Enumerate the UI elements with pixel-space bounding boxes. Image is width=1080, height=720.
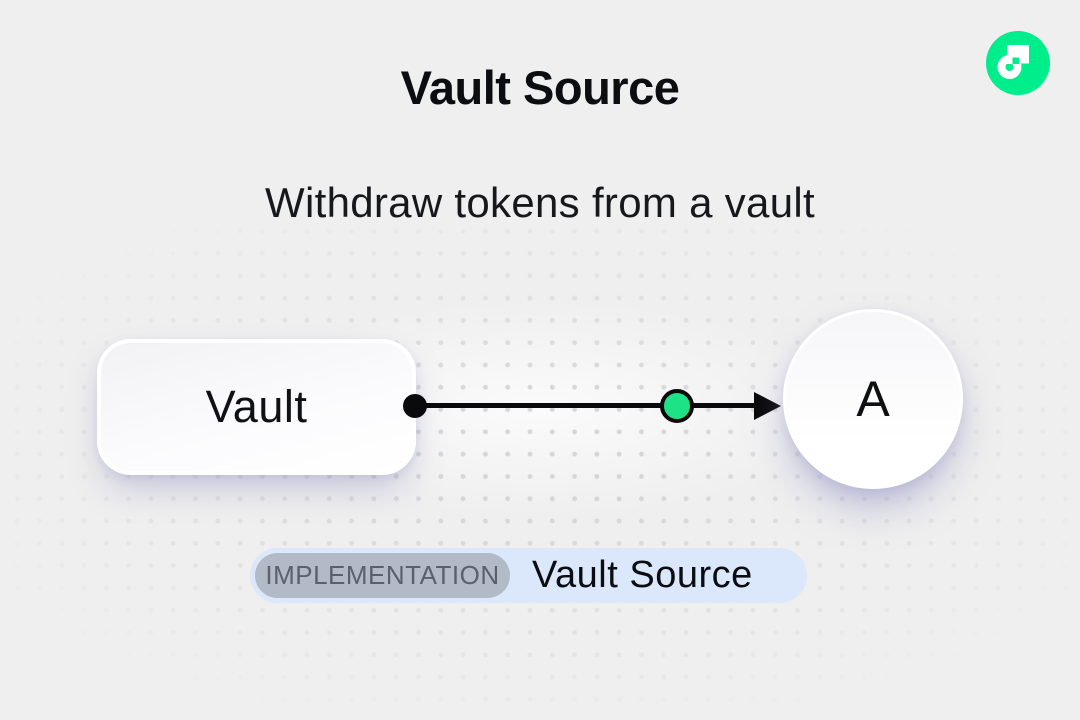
target-node: A: [783, 309, 963, 489]
vault-node-label: Vault: [205, 381, 308, 432]
badge-name-label: Vault Source: [532, 554, 753, 596]
connector-arrowhead-icon: [754, 392, 781, 420]
implementation-tag: IMPLEMENTATION: [255, 553, 510, 598]
connector-line: [412, 403, 762, 408]
implementation-badge: IMPLEMENTATION Vault Source: [250, 548, 807, 603]
page-subtitle: Withdraw tokens from a vault: [265, 179, 815, 226]
flow-logo-icon: [986, 31, 1050, 95]
target-node-label: A: [856, 371, 890, 427]
vault-source-node: Vault: [97, 339, 416, 475]
page-title: Vault Source: [400, 61, 680, 114]
connector-midpoint-dot: [660, 389, 694, 423]
